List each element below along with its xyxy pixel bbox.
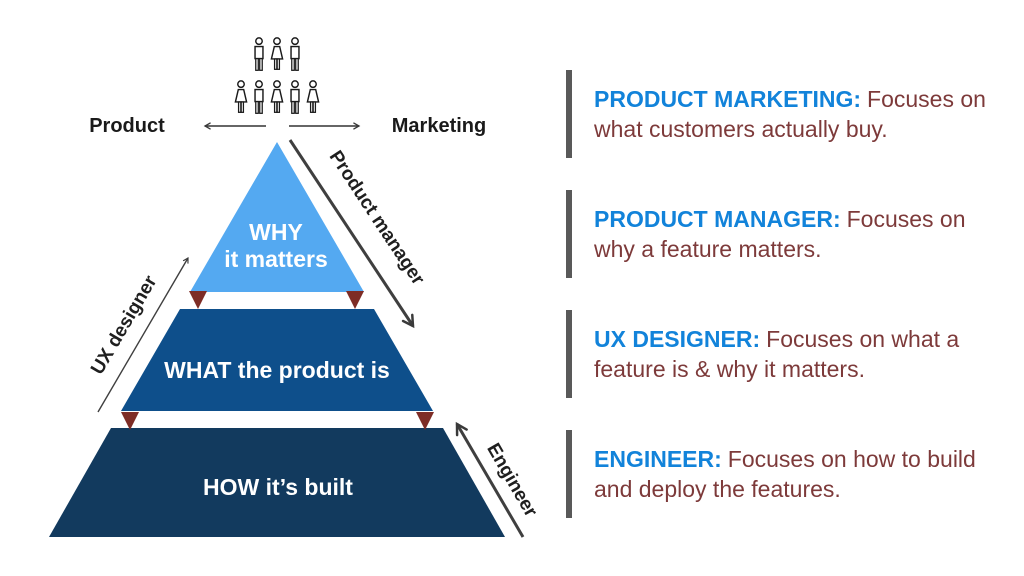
legend-text: PRODUCT MANAGER:Focuses on why a feature… [594,204,986,264]
how-label: HOW it’s built [203,474,353,500]
why-label-line1: WHY [249,219,303,245]
wedge-marker-icon [416,412,434,430]
legend-title: ENGINEER: [594,446,722,472]
product-axis-label: Product [89,115,165,137]
legend-title: PRODUCT MANAGER: [594,206,841,232]
people-group-icon [234,37,320,115]
legend-description: Focuses on how to build and deploy the f… [594,446,976,502]
wedge-marker-icon [121,412,139,430]
legend-title: UX DESIGNER: [594,326,761,352]
legend-entry-product-manager: PRODUCT MANAGER:Focuses on why a feature… [566,190,986,278]
legend-bar [566,310,572,398]
legend-description: Focuses on why a feature matters. [594,206,966,262]
person-icon [254,80,264,115]
legend-title: PRODUCT MARKETING: [594,86,862,112]
legend-description: Focuses on what a feature is & why it ma… [594,326,960,382]
legend-bar [566,190,572,278]
person-icon [234,80,248,114]
person-icon [254,37,264,72]
legend-description: Focuses on what customers actually buy. [594,86,986,142]
legend-text: UX DESIGNER:Focuses on what a feature is… [594,324,986,384]
legend-text: PRODUCT MARKETING:Focuses on what custom… [594,84,986,144]
legend-bar [566,430,572,518]
person-icon [270,37,284,71]
person-icon [270,80,284,114]
ux-designer-arrow-icon [97,256,189,413]
legend-bar [566,70,572,158]
person-icon [290,37,300,72]
legend-entry-ux-designer: UX DESIGNER:Focuses on what a feature is… [566,310,986,398]
pyramid-level-what [121,309,433,411]
pyramid-level-how [49,428,505,537]
what-label: WHAT the product is [164,357,390,383]
why-label-line2: it matters [224,246,328,272]
legend: PRODUCT MARKETING:Focuses on what custom… [566,0,1016,576]
marketing-axis-label: Marketing [392,115,486,137]
person-icon [306,80,320,114]
product-manager-arrow-icon [288,139,415,329]
engineer-arrow-icon [455,421,525,538]
legend-entry-engineer: ENGINEER:Focuses on how to build and dep… [566,430,986,518]
wedge-marker-icon [346,291,364,309]
legend-entry-product-marketing: PRODUCT MARKETING:Focuses on what custom… [566,70,986,158]
person-icon [290,80,300,115]
wedge-marker-icon [189,291,207,309]
level-divider-markers [121,291,434,430]
legend-text: ENGINEER:Focuses on how to build and dep… [594,444,986,504]
pyramid-figure: Product Marketing WHY it matters WHAT th… [49,37,541,538]
pyramid-level-why [190,142,364,292]
